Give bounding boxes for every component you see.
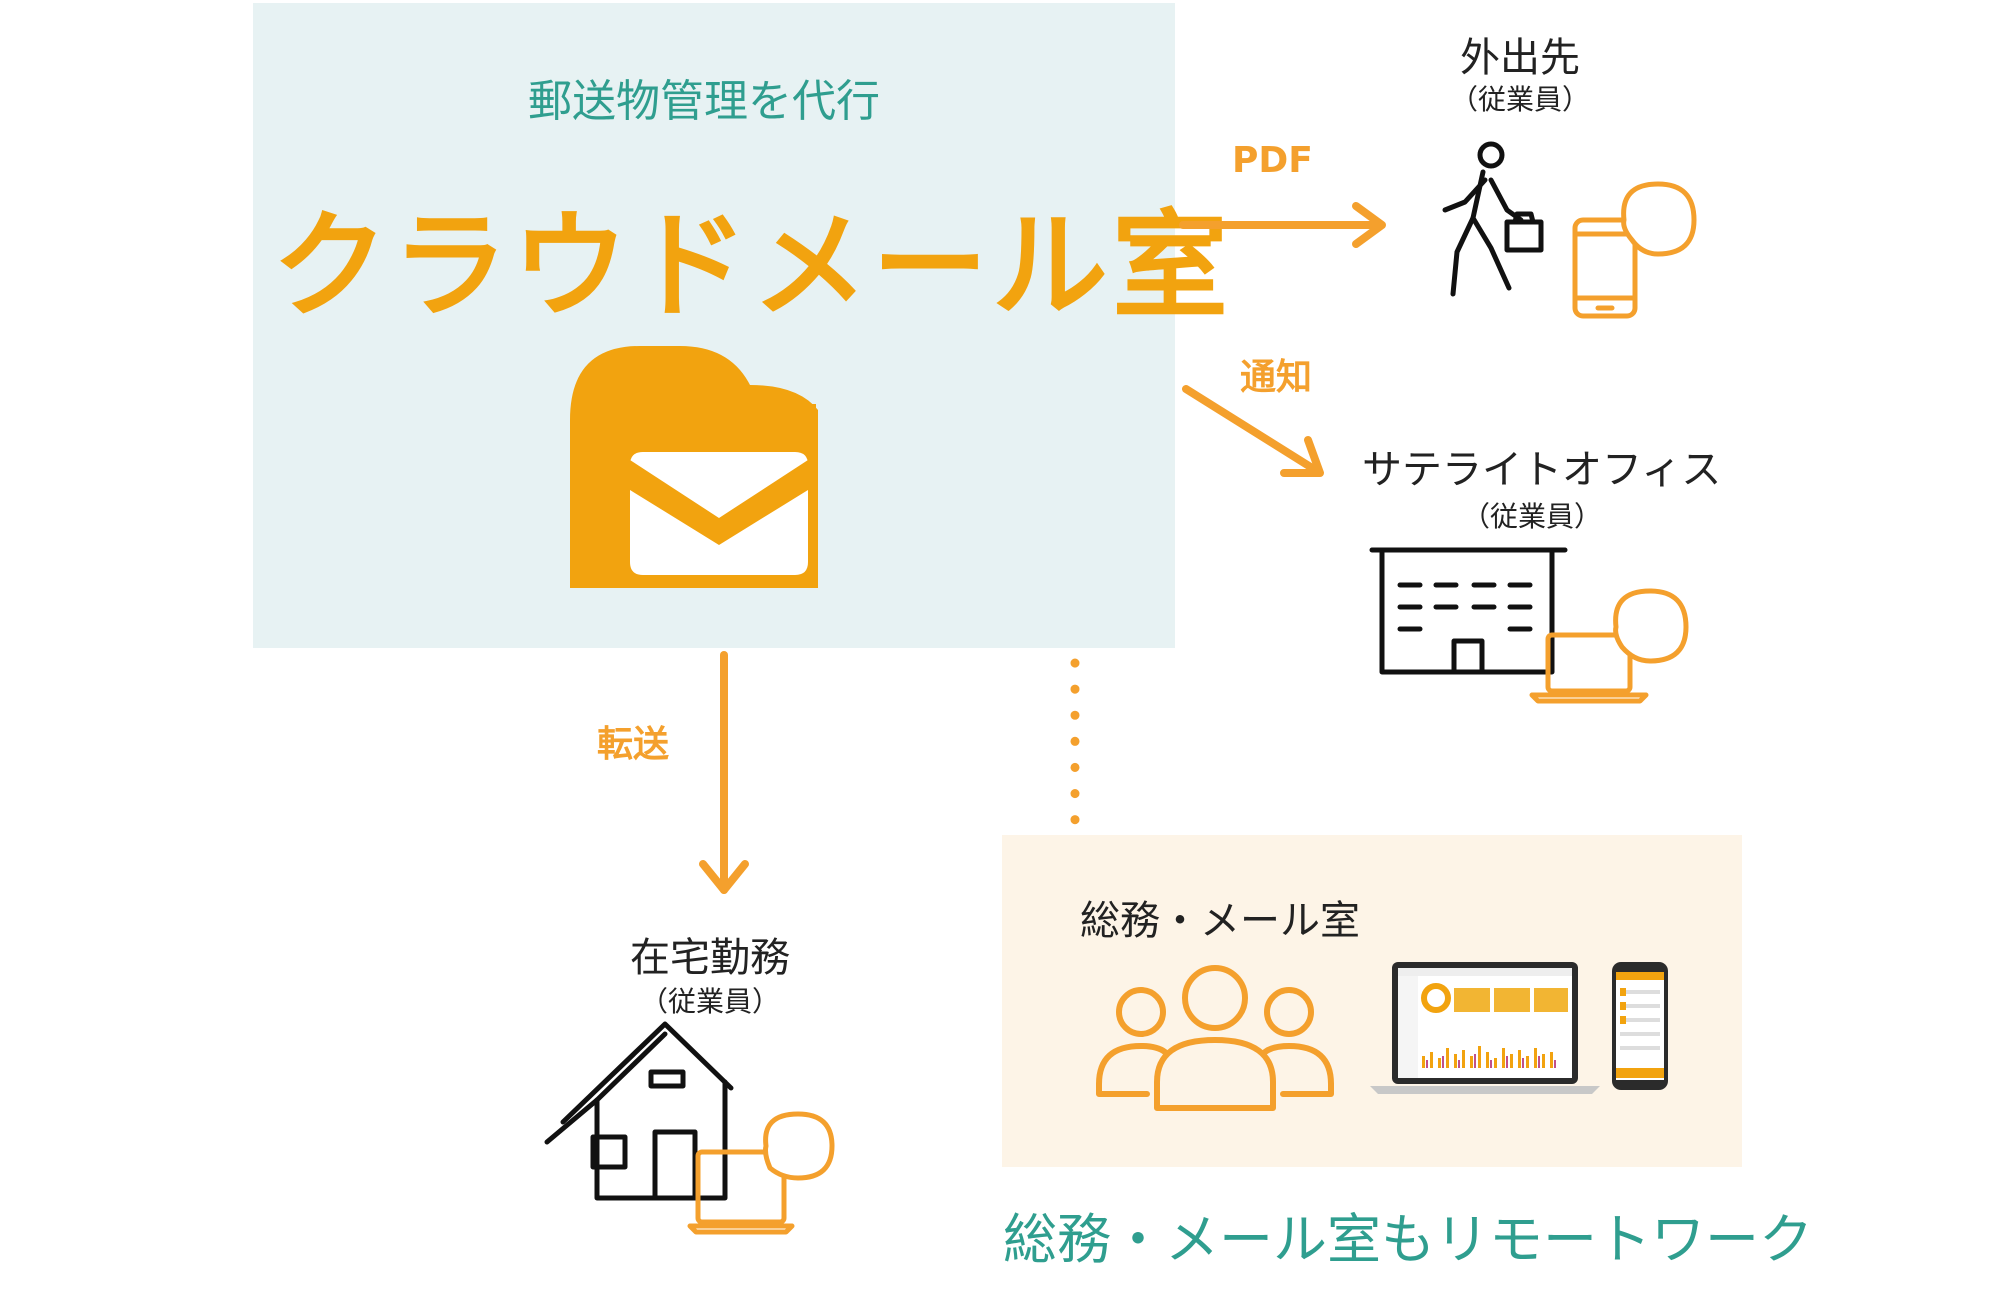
home-title: 在宅勤務: [630, 935, 790, 981]
smartphone-chat-icon: [1572, 181, 1697, 319]
notify-label: 通知: [1240, 357, 1313, 398]
service-subtitle: 郵送物管理を代行: [528, 76, 880, 127]
house-icon: [544, 1021, 734, 1201]
dotted-connector: [1070, 658, 1080, 830]
forward-arrow: [699, 651, 749, 894]
office-building-icon: [1369, 547, 1568, 675]
walking-person-icon: [1442, 141, 1544, 297]
notify-arrow: [1182, 385, 1324, 477]
pdf-arrow: [1179, 202, 1386, 248]
tablet-chat-icon: [687, 1111, 835, 1235]
mailbox-icon: [570, 346, 818, 588]
pdf-label: PDF: [1232, 140, 1313, 181]
satellite-title: サテライトオフィス: [1362, 447, 1722, 493]
home-subtitle: （従業員）: [639, 985, 780, 1018]
laptop-chat-icon: [1529, 588, 1689, 704]
tagline: 総務・メール室もリモートワーク: [1003, 1208, 1813, 1271]
outside-title: 外出先: [1460, 35, 1580, 81]
people-group-icon: [1096, 965, 1334, 1111]
laptop-dashboard-icon: [1370, 962, 1600, 1094]
phone-dashboard-icon: [1612, 962, 1668, 1090]
service-brand-logo: クラウドメール室: [272, 199, 1232, 334]
general-affairs-title: 総務・メール室: [1080, 898, 1360, 944]
outside-subtitle: （従業員）: [1449, 83, 1590, 116]
satellite-subtitle: （従業員）: [1461, 500, 1602, 533]
forward-label: 転送: [597, 724, 670, 765]
